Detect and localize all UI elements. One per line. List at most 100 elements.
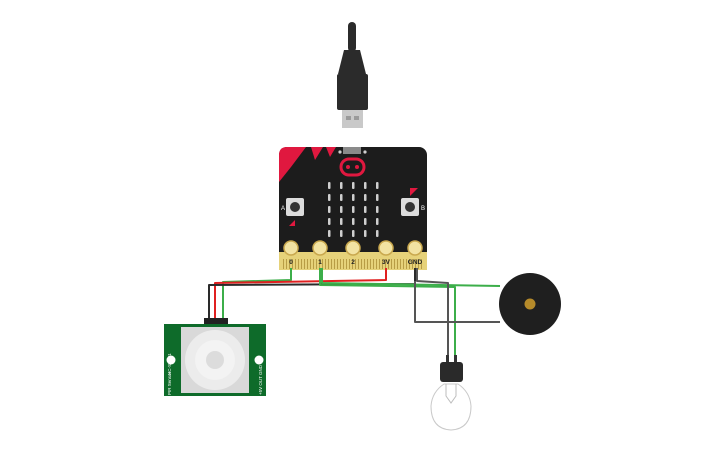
edge-tooth (391, 259, 392, 269)
edge-tooth (370, 259, 371, 269)
edge-tooth (346, 259, 347, 269)
led (352, 230, 355, 237)
edge-tooth (337, 259, 338, 269)
led (328, 194, 331, 201)
pin-label: 0 (289, 259, 293, 266)
edge-tooth (289, 259, 290, 269)
led (364, 194, 367, 201)
led (352, 218, 355, 225)
led (364, 218, 367, 225)
edge-tooth (322, 259, 323, 269)
led (376, 206, 379, 213)
pir-left-text: HC-SR501 (167, 353, 172, 375)
led (376, 194, 379, 201)
led (364, 182, 367, 189)
edge-tooth (397, 259, 398, 269)
pir-left-text-bottom: PIR Sensor (167, 371, 172, 395)
pir-right-text: +5V OUT GND (258, 364, 263, 395)
wire-gnd-buzzer[interactable] (414, 281, 500, 323)
led (376, 182, 379, 189)
pir-sensor[interactable]: HC-SR501 PIR Sensor +5V OUT GND (164, 318, 266, 396)
edge-tooth (292, 259, 293, 269)
pin-label: 3V (382, 259, 391, 266)
button-a[interactable]: A (281, 198, 304, 216)
edge-tooth (382, 259, 383, 269)
edge-tooth (412, 259, 413, 269)
led (352, 182, 355, 189)
pin-label: GND (408, 259, 423, 266)
led-matrix (328, 182, 379, 237)
edge-tooth (319, 259, 320, 269)
arrow-icon (410, 188, 418, 196)
button-b[interactable]: B (401, 198, 425, 216)
edge-tooth (349, 259, 350, 269)
led (340, 182, 343, 189)
edge-tooth (283, 259, 284, 269)
pin-2[interactable]: 2 (345, 240, 361, 266)
pin-label: 2 (351, 259, 355, 266)
edge-tooth (304, 259, 305, 269)
led (364, 206, 367, 213)
microbit-board[interactable]: A B 0 1 2 3V GND (279, 147, 427, 270)
edge-tooth (421, 259, 422, 269)
edge-tooth (310, 259, 311, 269)
edge-tooth (358, 259, 359, 269)
edge-tooth (313, 259, 314, 269)
edge-tooth (316, 259, 317, 269)
led (340, 218, 343, 225)
led (328, 218, 331, 225)
led (376, 218, 379, 225)
edge-tooth (400, 259, 401, 269)
wire-green-pin1-buzzer[interactable] (321, 268, 501, 287)
edge-tooth (403, 259, 404, 269)
wire-red-3v[interactable] (214, 268, 387, 323)
edge-tooth (328, 259, 329, 269)
edge-tooth (376, 259, 377, 269)
edge-tooth (325, 259, 326, 269)
edge-tooth (352, 259, 353, 269)
edge-tooth (379, 259, 380, 269)
edge-tooth (340, 259, 341, 269)
pin-label: 1 (318, 259, 322, 266)
usb-cable-icon[interactable] (337, 22, 368, 128)
piezo-buzzer-icon[interactable] (499, 273, 561, 335)
edge-tooth (286, 259, 287, 269)
edge-tooth (394, 259, 395, 269)
edge-tooth (373, 259, 374, 269)
edge-tooth (388, 259, 389, 269)
edge-tooth (406, 259, 407, 269)
led (352, 206, 355, 213)
edge-tooth (385, 259, 386, 269)
edge-tooth (301, 259, 302, 269)
light-bulb-icon[interactable] (430, 355, 472, 431)
wire-black-gnd-pir[interactable] (208, 268, 416, 323)
arrow-icon (289, 220, 295, 226)
edge-tooth (367, 259, 368, 269)
edge-tooth (355, 259, 356, 269)
edge-teeth (283, 259, 422, 269)
edge-tooth (361, 259, 362, 269)
pin-0[interactable]: 0 (283, 240, 299, 266)
wire-green-pin0[interactable] (222, 268, 292, 323)
button-b-label: B (421, 206, 425, 212)
logo-icon (338, 150, 367, 177)
edge-tooth (364, 259, 365, 269)
led (340, 230, 343, 237)
led (376, 230, 379, 237)
led (364, 230, 367, 237)
led (340, 206, 343, 213)
edge-tooth (409, 259, 410, 269)
edge-tooth (295, 259, 296, 269)
edge-tooth (298, 259, 299, 269)
button-a-label: A (281, 206, 285, 212)
edge-tooth (331, 259, 332, 269)
edge-tooth (418, 259, 419, 269)
led (328, 182, 331, 189)
wire-gnd-bulb[interactable] (416, 268, 449, 358)
pin-gnd[interactable]: GND (407, 240, 423, 266)
pin-3v[interactable]: 3V (378, 240, 394, 266)
led (328, 230, 331, 237)
edge-tooth (334, 259, 335, 269)
pin-1[interactable]: 1 (312, 240, 328, 266)
